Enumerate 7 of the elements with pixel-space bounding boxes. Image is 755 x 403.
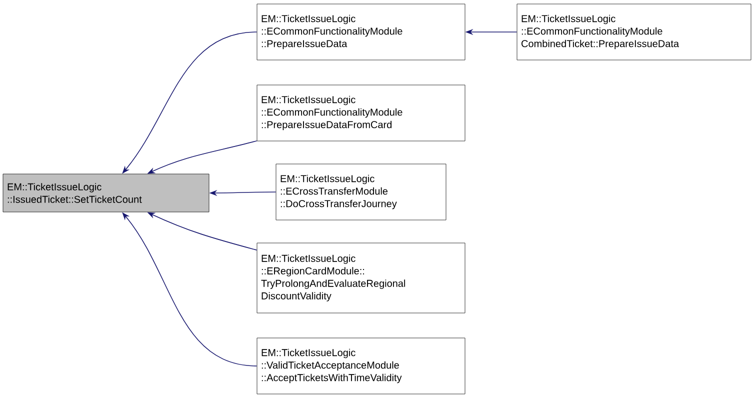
function-box: EM::TicketIssueLogic ::IssuedTicket::SetTicketCount — [2, 174, 210, 212]
function-box: EM::TicketIssueLogic ::ERegionCardModule:: TryProlongAndEvaluateRegional DiscountValidity — [256, 242, 466, 314]
function-box: EM::TicketIssueLogic ::ValidTicketAcceptanceModule ::AcceptTicketsWithTimeValidity — [256, 338, 466, 394]
function-box: EM::TicketIssueLogic ::ECommonFunctionalityModule ::PrepareIssueDataFromCard — [256, 84, 466, 142]
function-box: EM::TicketIssueLogic ::ECommonFunctionalityModule ::PrepareIssueData — [256, 4, 466, 60]
function-box: EM::TicketIssueLogic ::ECrossTransferModule ::DoCrossTransferJourney — [276, 164, 446, 220]
function-box: EM::TicketIssueLogic ::ECommonFunctionalityModule CombinedTicket::PrepareIssueData — [516, 4, 752, 60]
